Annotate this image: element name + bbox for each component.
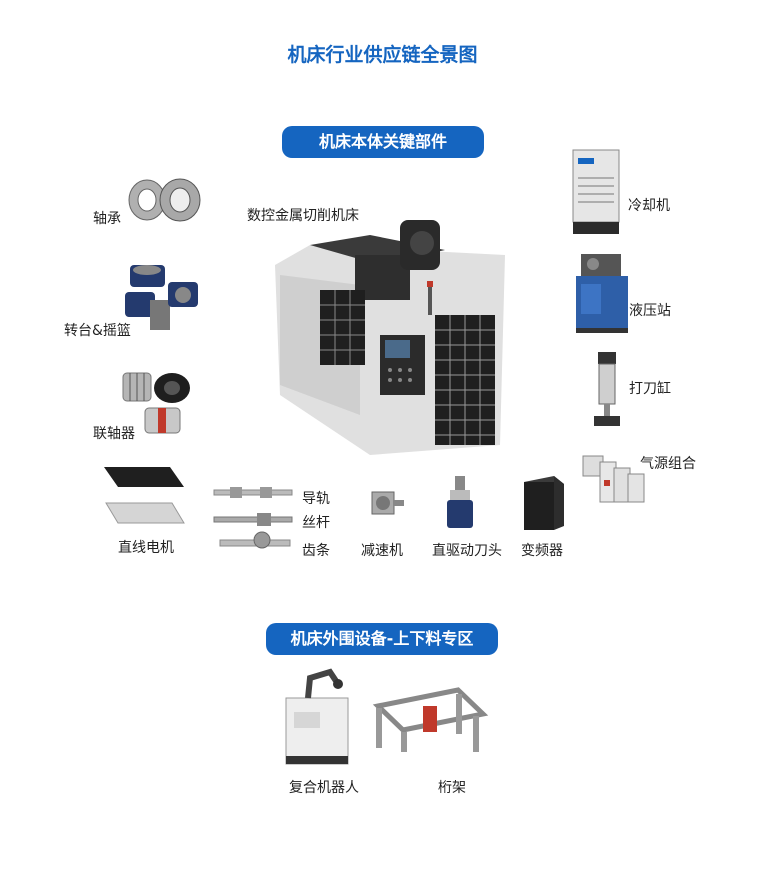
part-label-cooler: 冷却机 bbox=[628, 198, 670, 214]
rotary-table-image bbox=[125, 265, 198, 330]
composite-robot-image bbox=[285, 668, 349, 765]
part-label-linear-motor: 直线电机 bbox=[118, 540, 174, 556]
part-label-guide-rail: 导轨 bbox=[302, 491, 330, 507]
part-label-inverter: 变频器 bbox=[521, 543, 563, 559]
hydraulic-station-image bbox=[576, 254, 628, 333]
rack-image bbox=[219, 531, 291, 549]
bearing-image bbox=[128, 178, 201, 222]
peripheral-label-gantry: 桁架 bbox=[438, 780, 466, 796]
cooler-image bbox=[572, 149, 620, 234]
part-label-reducer: 减速机 bbox=[361, 543, 403, 559]
cnc-machine-image bbox=[275, 220, 505, 455]
part-label-drawbar-cylinder: 打刀缸 bbox=[629, 381, 671, 397]
coupling-image bbox=[122, 372, 190, 434]
center-machine-label: 数控金属切削机床 bbox=[247, 208, 359, 224]
direct-drive-tool-head-image bbox=[447, 476, 473, 528]
part-label-direct-drive-tool-head: 直驱动刀头 bbox=[432, 543, 502, 559]
guide-rail-image bbox=[213, 487, 293, 498]
part-label-air-source-combo: 气源组合 bbox=[640, 456, 696, 472]
part-label-coupling: 联轴器 bbox=[93, 426, 135, 442]
drawbar-cylinder-image bbox=[594, 352, 620, 426]
page-title: 机床行业供应链全景图 bbox=[287, 44, 478, 66]
peripheral-label-composite-robot: 复合机器人 bbox=[289, 780, 359, 796]
gantry-image bbox=[372, 687, 489, 752]
inverter-image bbox=[524, 476, 564, 530]
reducer-image bbox=[371, 491, 404, 515]
section-header-peripheral: 机床外围设备-上下料专区 bbox=[266, 623, 498, 655]
part-label-rack: 齿条 bbox=[302, 543, 330, 559]
part-label-ball-screw: 丝杆 bbox=[302, 515, 330, 531]
part-label-rotary-table: 转台&摇篮 bbox=[64, 323, 131, 339]
section-header-key-parts: 机床本体关键部件 bbox=[282, 126, 484, 158]
linear-motor-image bbox=[104, 467, 185, 524]
air-source-combo-image bbox=[582, 455, 645, 503]
part-label-hydraulic-station: 液压站 bbox=[629, 303, 671, 319]
part-label-bearing: 轴承 bbox=[93, 211, 121, 227]
ball-screw-image bbox=[213, 513, 293, 526]
